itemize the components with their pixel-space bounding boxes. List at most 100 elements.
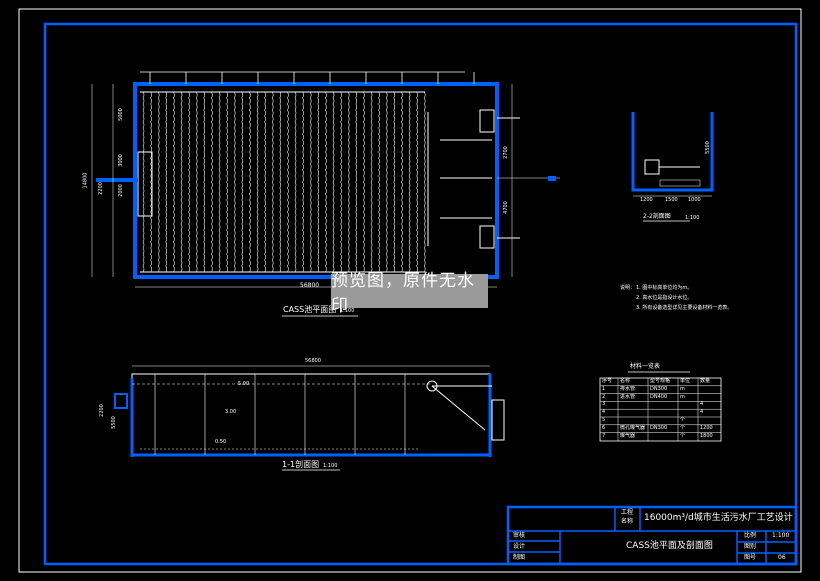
aeration-line — [226, 91, 228, 273]
aeration-line — [423, 91, 426, 273]
table-cell: 4 — [700, 409, 704, 416]
plan-dim-left: 3000 — [117, 154, 124, 167]
plan-dim-left: 5000 — [117, 108, 124, 121]
outlet-box — [491, 399, 505, 441]
aeration-line — [241, 91, 244, 273]
section-2-2 — [631, 112, 714, 222]
section-1-1 — [114, 365, 505, 471]
table-cell: 1800 — [700, 432, 713, 439]
section-2-2-scale: 1:100 — [685, 215, 700, 221]
table-cell: 1 — [602, 385, 606, 392]
plan-dim-left: 2000 — [117, 184, 124, 197]
inlet-channel — [137, 151, 153, 217]
table-cell: 进水管 — [620, 393, 636, 400]
table-header-cell: 名称 — [620, 378, 631, 384]
sec22-dim: 1500 — [665, 197, 678, 203]
table-header-cell: 序号 — [602, 378, 613, 384]
aeration-line — [142, 91, 145, 273]
table-cell: 曝气器 — [620, 432, 636, 439]
table-grid — [600, 378, 721, 441]
sec11-elev: 0.50 — [215, 439, 227, 445]
tb-scale-value: 1:100 — [772, 532, 790, 539]
sec11-dim-overall: 56800 — [305, 358, 321, 364]
table-cell: m — [680, 393, 685, 400]
decanter-pivot — [426, 380, 438, 392]
sec22-dim: 1000 — [688, 197, 701, 203]
table-cell: 1200 — [700, 424, 713, 431]
section-1-1-scale: 1:100 — [323, 463, 338, 469]
table-header-cell: 型号规格 — [650, 378, 671, 384]
aeration-line — [355, 91, 358, 273]
aerator-row — [659, 179, 701, 187]
aeration-line — [264, 91, 266, 273]
decanter-arm — [431, 385, 486, 431]
table-cell: 2 — [602, 393, 606, 400]
aeration-line — [150, 91, 152, 273]
aeration-line — [370, 91, 373, 273]
tb-drawing-name: CASS池平面及剖面图 — [626, 541, 713, 551]
table-cell: DN400 — [650, 393, 668, 400]
table-cell: 3 — [602, 401, 606, 408]
aeration-line — [233, 91, 236, 273]
aeration-line — [378, 91, 380, 273]
aeration-line — [309, 91, 312, 273]
aeration-line — [416, 91, 418, 273]
aeration-line — [325, 91, 327, 273]
tb-project-label-1: 工程 — [621, 509, 634, 516]
plan-dim-right: 4700 — [502, 201, 509, 214]
table-cell: DN300 — [650, 424, 668, 431]
aeration-line — [249, 91, 251, 273]
aeration-line — [256, 91, 259, 273]
table-cell: DN300 — [650, 385, 668, 392]
aeration-line — [401, 91, 403, 273]
aeration-line — [165, 91, 168, 273]
table-cell: 微孔曝气器 — [620, 424, 646, 431]
title-block — [506, 505, 798, 566]
material-table-title: 材料一览表 — [630, 363, 661, 370]
aeration-line — [347, 91, 350, 273]
section-2-2-outline — [631, 112, 714, 192]
plan-view — [91, 71, 560, 317]
aeration-line — [218, 91, 221, 273]
pipe-fitting — [479, 109, 495, 133]
table-cell: 个 — [680, 424, 686, 431]
table-frame — [599, 377, 722, 442]
table-cell: 个 — [680, 417, 686, 423]
table-cell: 5 — [602, 417, 606, 423]
tb-sheet-label: 图别 — [744, 543, 757, 550]
tb-scale-label: 比例 — [744, 532, 757, 539]
plan-view-title: CASS池平面图 — [283, 305, 337, 314]
plan-dim-right: 2700 — [502, 146, 509, 159]
section-inlet — [114, 393, 128, 409]
aeration-line — [180, 91, 183, 273]
aeration-line — [340, 91, 342, 273]
plan-top-pipes — [140, 71, 475, 84]
plan-dim-left: 14800 — [82, 172, 89, 189]
table-cell: 排水管 — [620, 385, 636, 392]
plan-view-scale: 1:100 — [340, 308, 355, 314]
notes-heading: 说明： — [620, 285, 636, 291]
tb-number-value: 06 — [778, 554, 786, 561]
sec11-elev: 3.00 — [225, 409, 237, 415]
aeration-line — [287, 91, 289, 273]
plan-dim-overall: 56800 — [300, 282, 320, 289]
plan-dim-left: 2200 — [97, 182, 104, 195]
tb-project-name: 16000m³/d城市生活污水厂工艺设计 — [644, 513, 793, 523]
aeration-line — [173, 91, 175, 273]
table-cell: 7 — [602, 432, 606, 439]
notes-line: 1. 图中标高单位均为m。 — [636, 285, 693, 291]
aeration-line — [203, 91, 206, 273]
title-block-frame — [506, 505, 798, 566]
sec11-dim-left: 2200 — [98, 404, 105, 417]
aeration-line — [188, 91, 190, 273]
aeration-line — [363, 91, 365, 273]
section-2-2-title: 2-2剖面图 — [643, 213, 671, 220]
aeration-line — [332, 91, 335, 273]
sec11-elev: 5.00 — [238, 381, 250, 387]
sec11-dim-left: 5500 — [110, 416, 117, 429]
pipe-fitting — [479, 225, 495, 249]
table-cell: 个 — [680, 432, 686, 439]
aeration-line — [294, 91, 297, 273]
aeration-line — [157, 91, 160, 273]
notes-line: 2. 高水位是指设计水位。 — [636, 295, 693, 301]
